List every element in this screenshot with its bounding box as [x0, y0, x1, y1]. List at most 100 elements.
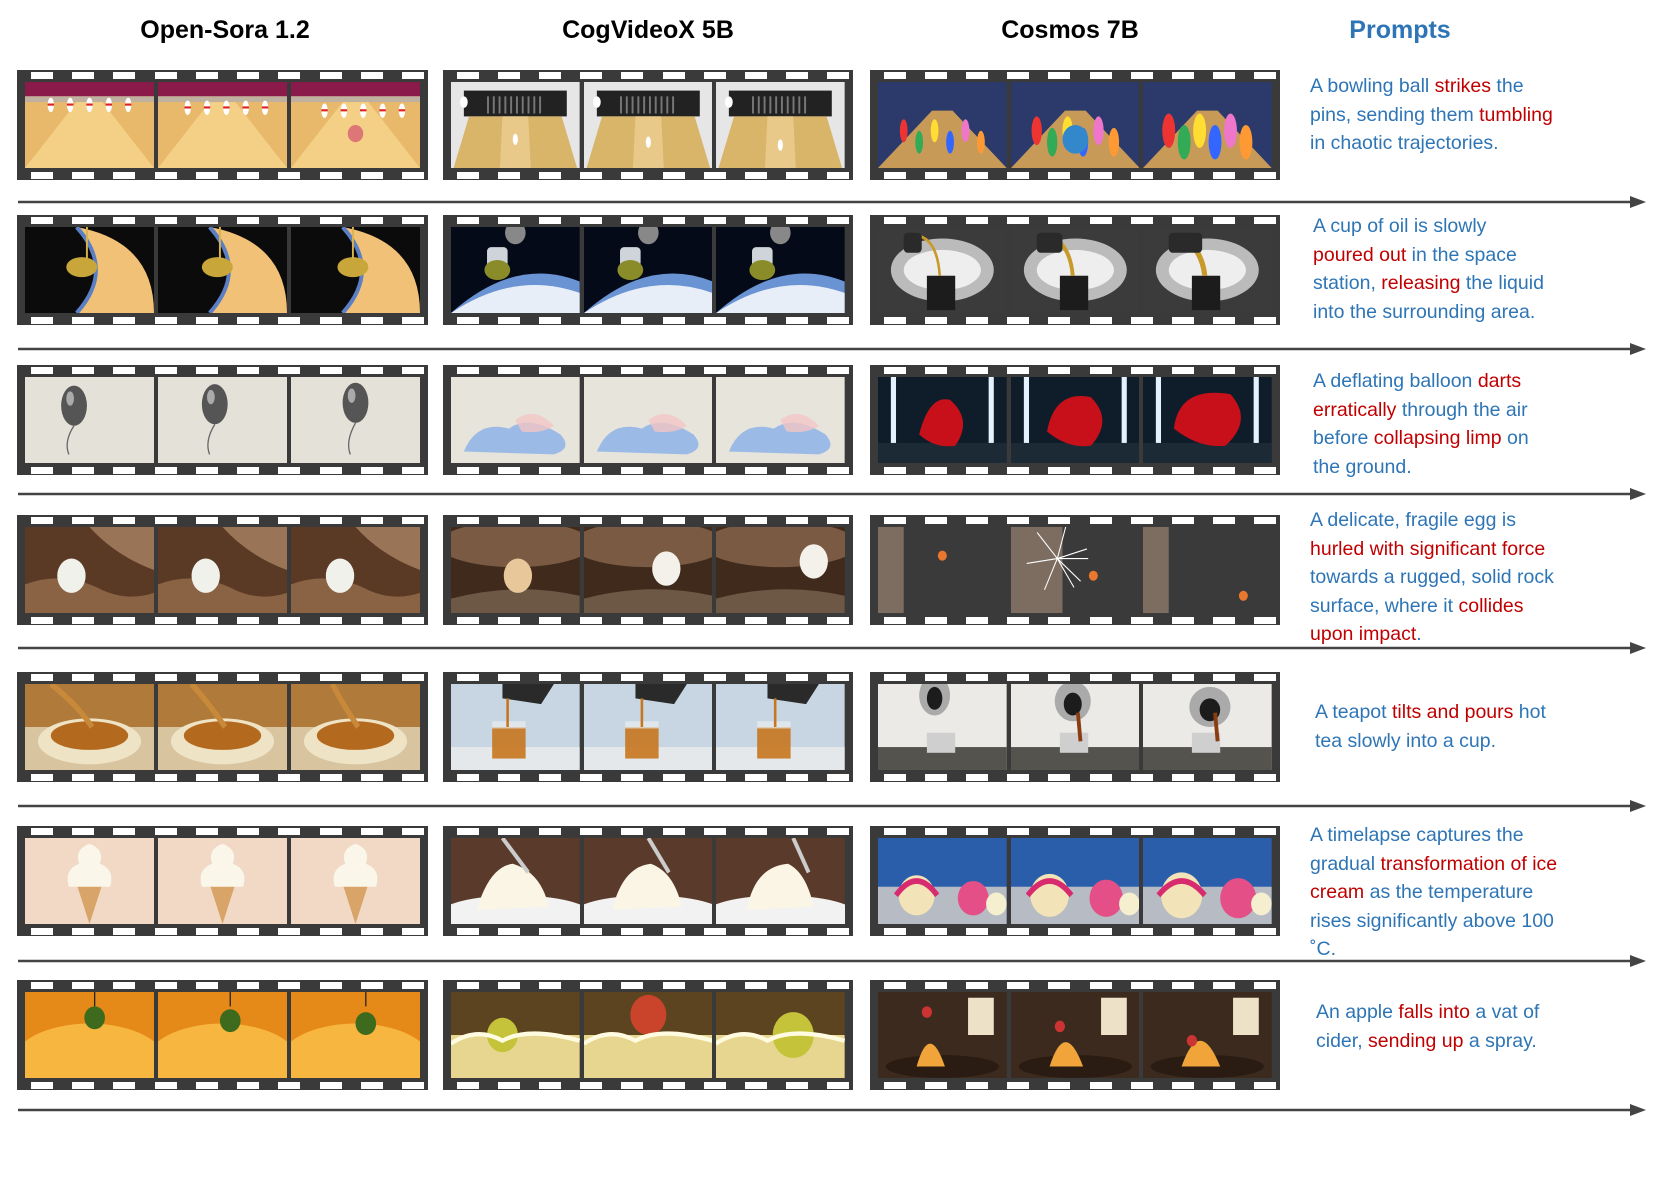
video-frame [25, 838, 154, 924]
sprocket-hole [539, 467, 562, 474]
sprocket-hole [621, 317, 644, 324]
sprocket-hole [744, 317, 767, 324]
sprocket-hole [703, 828, 726, 835]
sprocket-hole [580, 367, 603, 374]
video-frame [451, 82, 580, 168]
prompt-segment: . [1416, 623, 1422, 646]
sprocket-hole [1089, 217, 1112, 224]
sprocket-hole [1171, 617, 1194, 624]
sprocket-hole [1130, 828, 1153, 835]
filmstrip [17, 826, 428, 936]
video-frame [878, 227, 1007, 313]
sprocket-hole [703, 517, 726, 524]
sprocket-holes-bottom [443, 615, 853, 625]
column-header-prompts: Prompts [1349, 16, 1451, 44]
sprocket-hole [237, 217, 260, 224]
sprocket-hole [580, 617, 603, 624]
sprocket-holes-top [870, 70, 1280, 80]
sprocket-hole [785, 828, 808, 835]
sprocket-hole [1254, 774, 1276, 781]
sprocket-holes-bottom [17, 772, 428, 782]
sprocket-hole [1171, 172, 1194, 179]
sprocket-hole [744, 617, 767, 624]
prompt-highlight: transformation of ice cream [1310, 852, 1558, 904]
sprocket-holes-top [17, 515, 428, 525]
sprocket-hole [498, 617, 521, 624]
prompt-text: A cup of oil is slowly poured out in the… [1313, 212, 1549, 326]
sprocket-holes-top [443, 515, 853, 525]
sprocket-hole [785, 928, 808, 935]
sprocket-hole [402, 774, 424, 781]
sprocket-holes-top [870, 980, 1280, 990]
sprocket-hole [662, 72, 685, 79]
sprocket-hole [703, 774, 726, 781]
sprocket-hole [319, 928, 342, 935]
video-frame [716, 227, 845, 313]
sprocket-hole [1254, 517, 1276, 524]
prompt-text: A bowling ball strikes the pins, sending… [1310, 72, 1560, 158]
video-frame [716, 684, 845, 770]
sprocket-hole [925, 828, 948, 835]
sprocket-hole [884, 517, 906, 524]
video-frame [1143, 838, 1272, 924]
sprocket-hole [539, 367, 562, 374]
sprocket-hole [113, 172, 136, 179]
sprocket-hole [113, 617, 136, 624]
sprocket-hole [925, 617, 948, 624]
prompt-highlight: poured out [1313, 243, 1407, 266]
sprocket-hole [662, 172, 685, 179]
sprocket-hole [457, 367, 479, 374]
sprocket-hole [1171, 928, 1194, 935]
video-frame [451, 227, 580, 313]
video-frame [291, 527, 420, 613]
comparison-row-bowling [0, 70, 1661, 180]
sprocket-hole [31, 72, 53, 79]
prompt-segment: hot tea slowly into a cup. [1315, 701, 1546, 752]
sprocket-hole [360, 828, 383, 835]
sprocket-hole [195, 674, 218, 681]
comparison-row-balloon [0, 365, 1661, 475]
video-frame [1143, 684, 1272, 770]
video-frame [583, 527, 713, 613]
sprocket-hole [319, 982, 342, 989]
sprocket-hole [703, 172, 726, 179]
sprocket-hole [662, 217, 685, 224]
sprocket-holes-bottom [870, 465, 1280, 475]
sprocket-hole [154, 982, 177, 989]
sprocket-hole [319, 1082, 342, 1089]
sprocket-hole [319, 774, 342, 781]
sprocket-hole [278, 617, 301, 624]
column-header-open-sora: Open-Sora 1.2 [140, 16, 310, 44]
sprocket-hole [402, 217, 424, 224]
sprocket-holes-bottom [17, 1080, 428, 1090]
sprocket-hole [662, 317, 685, 324]
row-divider-arrow [18, 641, 1648, 655]
sprocket-hole [1171, 467, 1194, 474]
sprocket-hole [113, 367, 136, 374]
sprocket-hole [884, 467, 906, 474]
sprocket-hole [237, 828, 260, 835]
sprocket-hole [1089, 172, 1112, 179]
filmstrip [17, 70, 428, 180]
sprocket-hole [1048, 828, 1071, 835]
sprocket-hole [1212, 317, 1235, 324]
sprocket-hole [319, 317, 342, 324]
sprocket-hole [1089, 467, 1112, 474]
sprocket-holes-top [17, 826, 428, 836]
sprocket-hole [662, 928, 685, 935]
sprocket-hole [154, 467, 177, 474]
sprocket-holes-top [17, 70, 428, 80]
sprocket-hole [1089, 517, 1112, 524]
comparison-row-oil [0, 215, 1661, 325]
sprocket-hole [1254, 674, 1276, 681]
sprocket-hole [884, 674, 906, 681]
sprocket-hole [1048, 367, 1071, 374]
sprocket-hole [31, 172, 53, 179]
sprocket-hole [278, 928, 301, 935]
sprocket-hole [1048, 217, 1071, 224]
prompt-segment: a vat of cider, [1316, 1001, 1540, 1052]
sprocket-hole [1212, 72, 1235, 79]
sprocket-hole [113, 774, 136, 781]
sprocket-hole [966, 172, 989, 179]
comparison-row-egg [0, 515, 1661, 625]
